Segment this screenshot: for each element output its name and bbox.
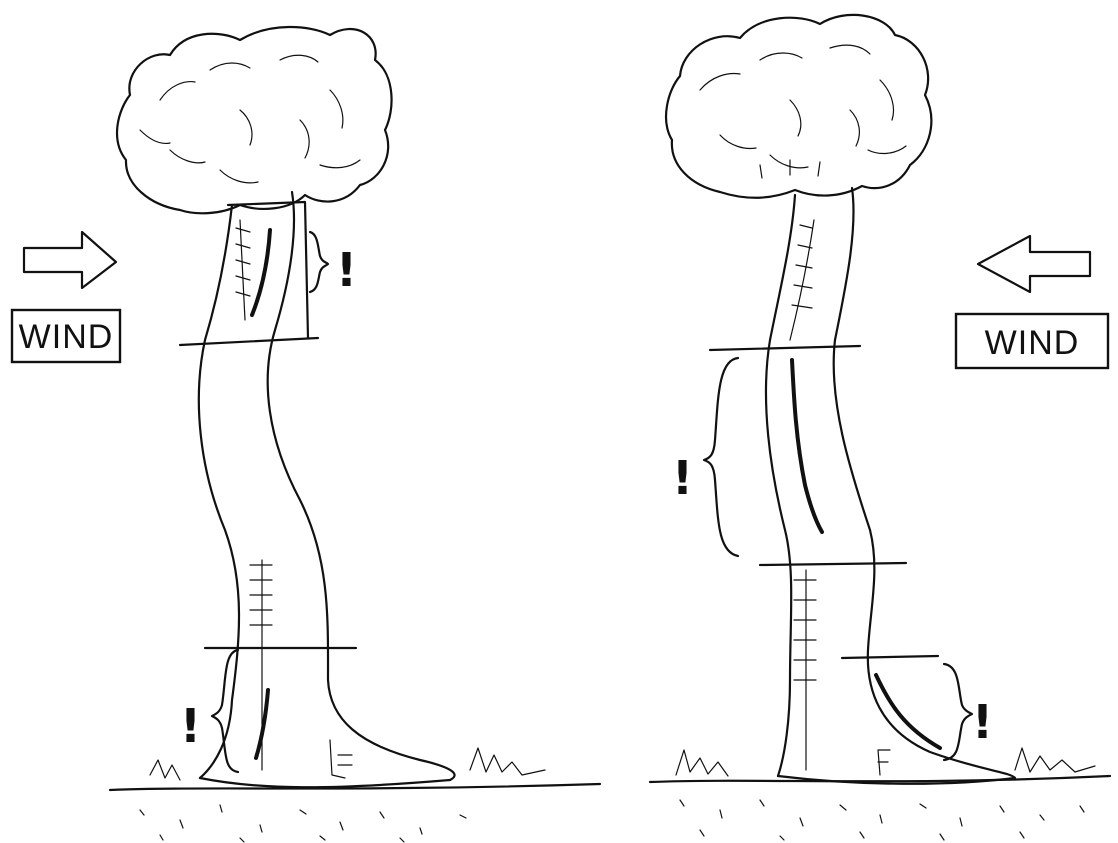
right-tree-canopy <box>666 15 931 198</box>
left-lower-warning-mark: ! <box>180 699 201 753</box>
left-wind-arrow-icon <box>24 232 116 288</box>
right-tree-trunk <box>710 188 1015 784</box>
left-wind-label-text: WIND <box>19 318 114 356</box>
right-wind-label: WIND <box>956 314 1108 368</box>
right-panel: WIND <box>650 15 1110 840</box>
left-upper-warning-mark: ! <box>336 243 357 297</box>
right-wind-arrow-icon <box>978 236 1090 292</box>
left-panel: WIND <box>12 27 600 842</box>
right-ground <box>650 748 1110 840</box>
left-wind-label: WIND <box>12 310 120 362</box>
right-upper-stress-marker: ! <box>672 358 738 556</box>
right-lower-stress-marker: ! <box>944 664 993 760</box>
left-ground <box>110 740 600 842</box>
right-wind-label-text: WIND <box>985 324 1080 362</box>
right-upper-warning-mark: ! <box>672 451 693 505</box>
left-tree-canopy <box>117 27 392 213</box>
left-upper-stress-marker: ! <box>310 232 357 297</box>
right-lower-warning-mark: ! <box>972 695 993 749</box>
left-lower-stress-marker: ! <box>180 650 238 772</box>
